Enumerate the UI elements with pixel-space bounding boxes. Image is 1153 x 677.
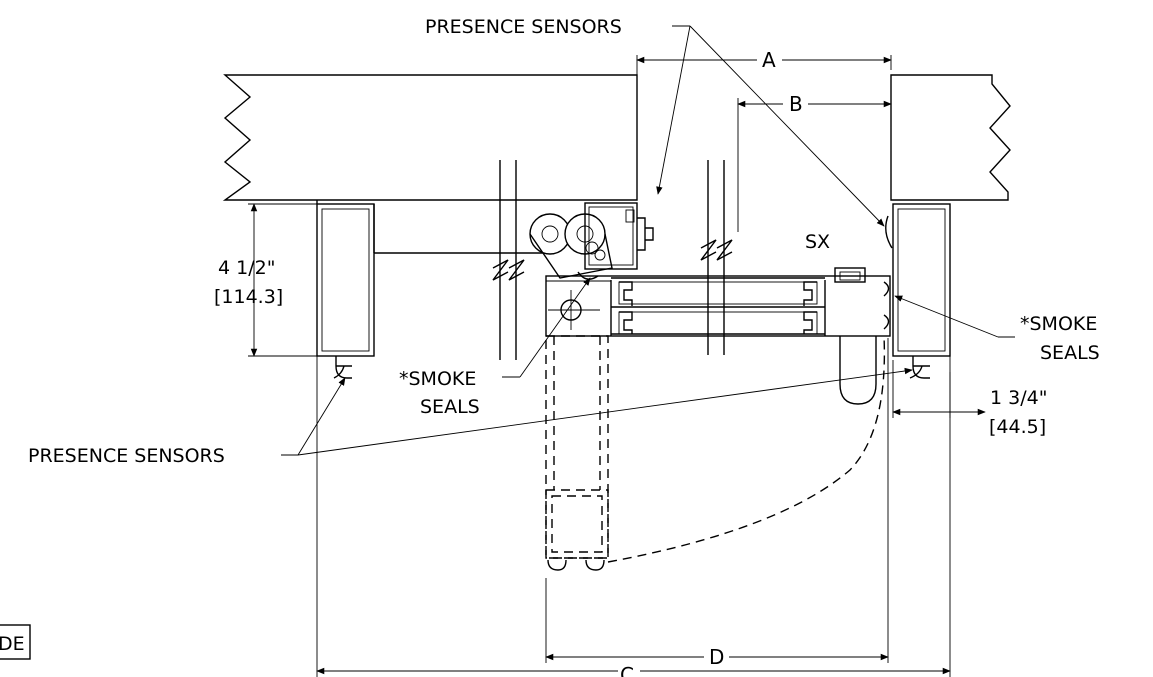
smoke-seals-right-label-2: SEALS <box>1040 342 1100 364</box>
door-panel-closed <box>545 275 891 337</box>
dimension-depth-mm-label: [44.5] <box>989 416 1046 438</box>
side-label-text: DE <box>0 633 25 655</box>
dimension-b <box>737 98 892 232</box>
dimension-a-label: A <box>762 48 776 72</box>
dimension-depth-in-label: 1 3/4" <box>990 387 1047 409</box>
sx-label: SX <box>805 231 830 253</box>
left-wall <box>222 74 638 201</box>
door-panel-open <box>545 335 886 571</box>
dimension-height-in-label: 4 1/2" <box>218 257 275 279</box>
smoke-seals-left-label-2: SEALS <box>420 396 480 418</box>
dimension-c-label: C <box>620 663 634 677</box>
leader-lines <box>281 25 1015 456</box>
side-label-box: DE <box>0 624 31 660</box>
dimension-height <box>248 203 317 357</box>
dimension-a <box>636 55 892 200</box>
right-post-seal <box>885 215 893 249</box>
dimension-d <box>545 338 889 663</box>
left-jamb-post <box>316 200 375 379</box>
dimension-d-label: D <box>709 645 724 669</box>
dimension-b-label: B <box>789 92 803 116</box>
right-wall <box>890 74 1011 201</box>
header-track <box>373 160 733 360</box>
dimension-depth <box>892 360 986 418</box>
smoke-seals-left-label-1: *SMOKE <box>399 368 476 390</box>
bottom-sensor <box>839 336 877 405</box>
presence-sensors-top-label: PRESENCE SENSORS <box>425 16 622 38</box>
smoke-seals-right-label-1: *SMOKE <box>1020 313 1097 335</box>
top-sensor-housing <box>584 202 654 270</box>
presence-sensors-bottom-label: PRESENCE SENSORS <box>28 445 225 467</box>
dimension-height-mm-label: [114.3] <box>214 286 283 308</box>
right-jamb-post <box>892 203 951 379</box>
dimension-c <box>316 356 951 677</box>
sx-operator <box>834 267 890 330</box>
